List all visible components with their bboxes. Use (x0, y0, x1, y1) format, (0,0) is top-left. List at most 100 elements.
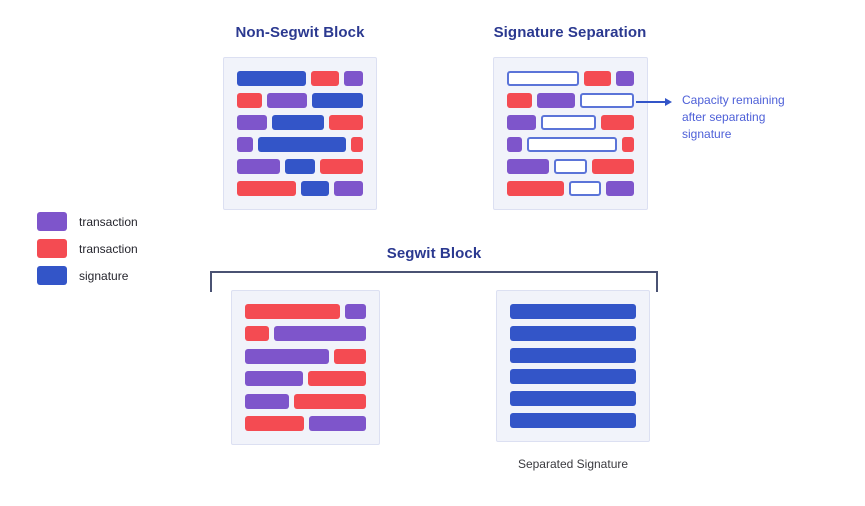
segwit-transactions-block (231, 290, 380, 445)
signature-bar (312, 93, 363, 108)
legend-label: transaction (79, 241, 138, 256)
block-row (507, 71, 634, 86)
transaction-purple-bar (536, 93, 576, 108)
signature-bar (237, 71, 307, 86)
transaction-red-bar (319, 159, 363, 174)
signature-bar (272, 115, 325, 130)
segwit-bracket (210, 271, 658, 292)
legend-item-transaction-red: transaction (37, 239, 138, 258)
transaction-red-bar (308, 371, 366, 387)
transaction-purple-bar (507, 137, 523, 152)
transaction-purple-bar (245, 371, 303, 387)
transaction-red-bar (507, 181, 565, 196)
capacity-remaining-bar (527, 137, 618, 152)
transaction-red-bar (237, 93, 263, 108)
signature-bar (510, 412, 636, 428)
block-row (245, 326, 366, 342)
transaction-red-bar (334, 348, 366, 364)
capacity-remaining-bar (569, 181, 602, 196)
capacity-remaining-bar (554, 159, 587, 174)
transaction-red-bar (245, 415, 305, 431)
signature-bar (510, 369, 636, 385)
transaction-purple-bar (273, 326, 366, 342)
transaction-purple-bar (344, 71, 364, 86)
signature-bar (510, 391, 636, 407)
segwit-block-title: Segwit Block (386, 245, 482, 262)
block-row (237, 137, 363, 152)
transaction-purple-bar (345, 304, 366, 319)
capacity-annotation: Capacity remaining after separating sign… (682, 93, 785, 141)
legend-label: signature (79, 268, 129, 283)
block-row (507, 181, 634, 196)
signature-separation-title: Signature Separation (493, 24, 647, 41)
transaction-purple-bar (309, 415, 366, 431)
block-row (507, 159, 635, 174)
legend-item-transaction-purple: transaction (37, 212, 138, 231)
block-row (245, 348, 366, 364)
transaction-red-bar (245, 304, 341, 319)
arrow-line (636, 101, 665, 103)
transaction-purple-bar (606, 181, 634, 196)
transaction-purple-swatch (37, 212, 67, 231)
transaction-red-bar (245, 326, 269, 342)
capacity-remaining-bar (580, 93, 634, 108)
transaction-purple-bar (245, 348, 330, 364)
signature-bar (300, 181, 330, 196)
legend-item-signature: signature (37, 266, 138, 285)
non-segwit-block-title: Non-Segwit Block (235, 24, 365, 41)
block-row (237, 181, 364, 196)
block-row (510, 369, 636, 385)
signature-swatch (37, 266, 67, 285)
block-row (507, 93, 634, 108)
non-segwit-block (223, 57, 377, 210)
legend-label: transaction (79, 214, 138, 229)
transaction-red-bar (507, 93, 532, 108)
transaction-purple-bar (237, 115, 268, 130)
capacity-remaining-bar (541, 115, 596, 130)
transaction-purple-bar (245, 393, 289, 409)
transaction-red-bar (237, 181, 296, 196)
separated-signature-caption: Separated Signature (517, 457, 629, 471)
block-row (510, 325, 636, 341)
transaction-purple-bar (507, 159, 550, 174)
transaction-purple-bar (237, 137, 253, 152)
transaction-purple-bar (334, 181, 364, 196)
block-row (237, 115, 363, 130)
signature-bar (510, 304, 636, 319)
block-row (510, 347, 636, 363)
transaction-red-swatch (37, 239, 67, 258)
block-row (237, 93, 363, 108)
block-row (245, 371, 366, 387)
block-row (510, 412, 636, 428)
transaction-red-bar (311, 71, 340, 86)
block-row (507, 137, 634, 152)
segwit-signatures-block (496, 290, 650, 442)
block-row (245, 393, 366, 409)
legend: transaction transaction signature (37, 212, 138, 285)
transaction-purple-bar (267, 93, 308, 108)
signature-bar (257, 137, 346, 152)
transaction-red-bar (622, 137, 634, 152)
transaction-red-bar (350, 137, 363, 152)
signature-bar (510, 325, 636, 341)
block-row (507, 115, 634, 130)
block-row (510, 304, 636, 319)
transaction-purple-bar (237, 159, 281, 174)
block-row (245, 415, 366, 431)
transaction-purple-bar (615, 71, 634, 86)
block-row (237, 159, 363, 174)
capacity-remaining-bar (507, 71, 579, 86)
arrow-head-icon (665, 98, 672, 106)
signature-bar (285, 159, 315, 174)
signature-separation-block (493, 57, 648, 210)
transaction-red-bar (293, 393, 366, 409)
transaction-red-bar (583, 71, 611, 86)
transaction-red-bar (591, 159, 635, 174)
block-row (245, 304, 366, 319)
transaction-red-bar (600, 115, 634, 130)
block-row (237, 71, 364, 86)
transaction-purple-bar (507, 115, 537, 130)
signature-bar (510, 347, 636, 363)
transaction-red-bar (329, 115, 363, 130)
